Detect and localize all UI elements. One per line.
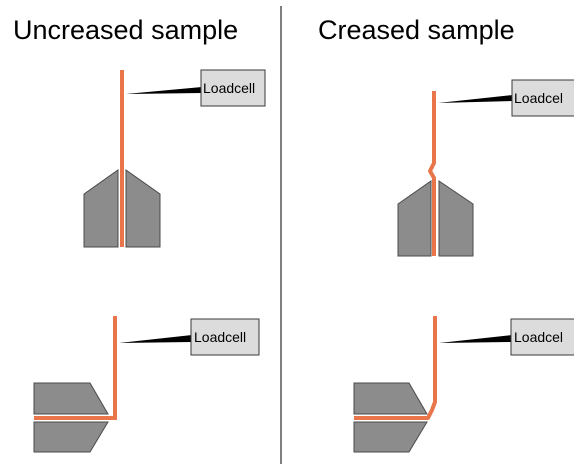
grip-left-jaw [83,169,119,248]
probe-needle [438,95,513,103]
grip-right-jaw [125,169,161,248]
creased-sample-strip [428,91,436,256]
loadcell-box [190,318,260,356]
uncreased-vertical-setup: Loadcell [83,69,266,248]
probe-needle [119,335,192,343]
sample-strip [34,316,117,420]
loadcell-box [511,79,574,117]
loadcell-box [200,69,266,107]
loadcell-label: Loadcell [194,329,246,345]
uncreased-bent-setup: Loadcell [33,316,260,453]
probe-needle [126,87,202,94]
loadcell-box [510,318,574,356]
creased-title: Creased sample [318,15,515,45]
loadcell-label: Loadcell [203,80,255,96]
uncreased-title: Uncreased sample [13,15,238,45]
creased-vertical-setup: Loadcel [397,79,574,257]
creased-sample-strip [354,316,437,420]
loadcell-label: Loadcel [514,329,563,345]
probe-needle [439,335,512,343]
grip-right-jaw [438,180,474,257]
creased-bent-setup: Loadcel [353,316,574,453]
grip-upper-jaw [33,382,109,415]
loadcell-label: Loadcel [514,90,563,106]
grip-lower-jaw [353,421,428,453]
grip-upper-jaw [353,382,428,415]
grip-left-jaw [397,180,432,257]
grip-lower-jaw [33,421,109,453]
